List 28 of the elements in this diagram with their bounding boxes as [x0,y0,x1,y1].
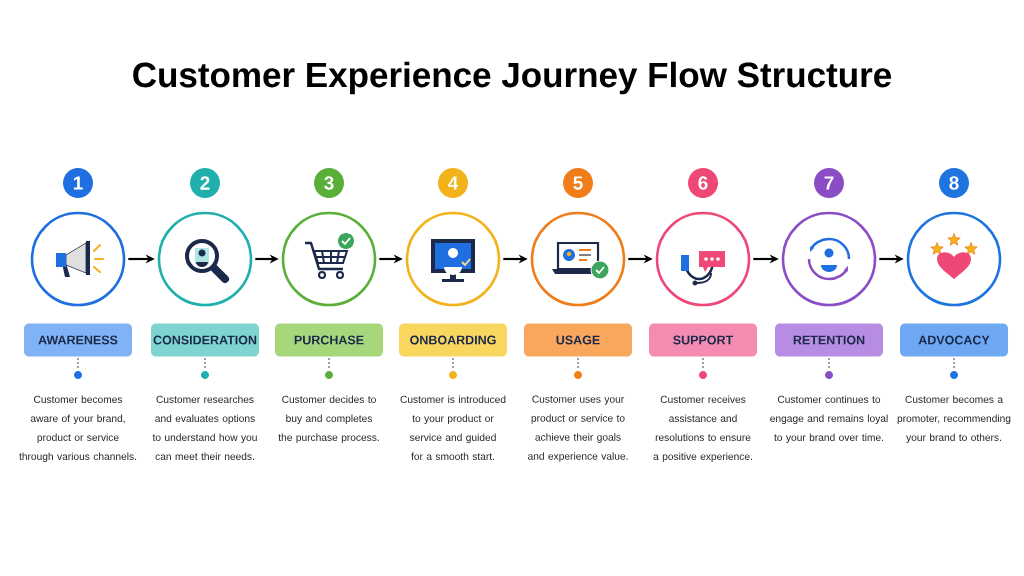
stage-description: Customer is introduced to your product or service and guided for a smooth start. [400,395,506,460]
stage-label: RETENTION [775,323,883,357]
stage-label: SUPPORT [649,323,757,357]
stage-description: Customer receives assistance and resolutions to ensure a positive experience. [653,395,752,463]
stage-description: Customer uses your product or service to achieve their goals and experience value. [528,395,628,462]
title: Customer Experience Journey Flow Structure [133,61,891,95]
stage-circle [655,211,751,307]
number-badge: 6 [688,168,718,198]
number-badge: 2 [190,168,220,198]
stage-label: CONSIDERATION [151,323,259,357]
stage-description: Customer researches and evaluates options to understand how you can meet their needs. [152,395,257,460]
stage-label: USAGE [524,323,632,357]
stage-description: Customer becomes aware of your brand, product or service through various channels. [19,395,136,463]
stage-circle [781,211,877,307]
number-badge: 1 [63,168,93,198]
number-badge: 7 [814,168,844,198]
stage-label: ADVOCACY [900,323,1008,357]
stage-description: Customer decides to buy and completes the purchase process. [278,395,379,444]
number-badge: 4 [438,168,468,198]
stage-label: PURCHASE [275,323,383,357]
number-badge: 3 [314,168,344,198]
number-badge: 8 [939,168,969,198]
stage-label: ONBOARDING [399,323,507,357]
stage-circle [281,211,377,307]
number-badge: 5 [563,168,593,198]
stage-description: Customer continues to engage and remains loyal to your brand over time. [770,395,888,444]
stage-label: AWARENESS [24,323,132,357]
stage-description: Customer becomes a promoter, recommending your brand to others. [897,395,1011,444]
